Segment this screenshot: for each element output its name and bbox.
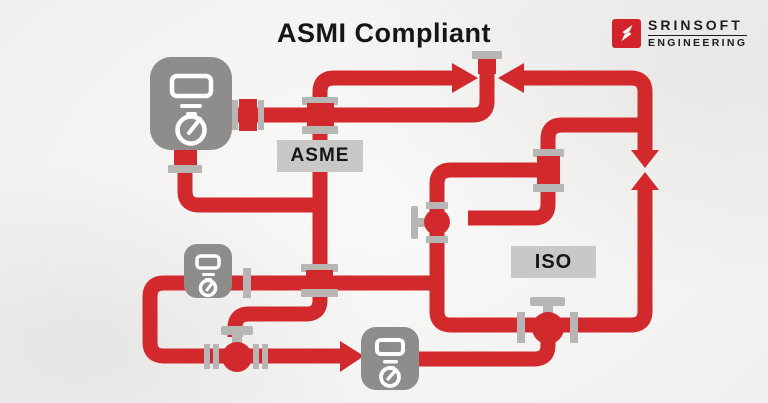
- devices: [150, 57, 419, 390]
- boiler-unit-mid-left-icon: [184, 244, 232, 298]
- pipe-bottom-left-loop: [142, 275, 341, 364]
- logo-text: SRINSOFT ENGINEERING: [648, 18, 748, 49]
- logo-brand: SRINSOFT: [648, 18, 748, 36]
- boiler-unit-bottom-center-icon: [361, 327, 419, 390]
- pipe-asme-vertical: [227, 110, 328, 337]
- pipe-right-loop: [630, 190, 653, 333]
- pipe-network: [142, 66, 653, 367]
- company-logo: SRINSOFT ENGINEERING: [612, 18, 748, 49]
- srinsoft-logo-mark-icon: [612, 18, 641, 48]
- flanged-tee-right-loop-icon: [533, 149, 564, 192]
- pipe-inner-valve-line: [429, 162, 633, 333]
- pipe-boiler3-out: [417, 336, 556, 367]
- arrow-into-bottom-boiler-icon: [340, 341, 364, 372]
- pipe-upper-branch: [312, 70, 452, 121]
- logo-division: ENGINEERING: [648, 36, 748, 49]
- valves: [204, 202, 578, 372]
- arrow-left-into-vent-icon: [498, 63, 524, 93]
- flange-coupling-boiler1-icon: [232, 99, 264, 131]
- arrow-right-into-vent-icon: [452, 63, 478, 93]
- iso-label: ISO: [511, 246, 596, 278]
- asme-label: ASME: [277, 140, 363, 172]
- fittings: [168, 51, 564, 298]
- gate-valve-bottom-right-icon: [517, 297, 578, 344]
- pipe-top-horizontal: [225, 66, 495, 123]
- page-title: ASMI Compliant: [277, 18, 491, 48]
- boiler-unit-top-left-icon: [150, 57, 232, 150]
- lightning-s-glyph: [621, 25, 632, 42]
- flange-boiler2-icon: [243, 268, 251, 298]
- gate-valve-bottom-left-icon: [204, 326, 268, 372]
- gate-valve-inner-loop-icon: [411, 202, 450, 243]
- arrow-up-right-loop-icon: [631, 172, 659, 190]
- arrow-down-right-loop-icon: [631, 150, 659, 168]
- pipe-boiler1-drain: [177, 168, 316, 213]
- pipe-right-top: [524, 70, 653, 150]
- flow-arrows: [340, 63, 659, 372]
- flanged-cross-middle-icon: [301, 264, 338, 297]
- capped-vent-outlet-icon: [472, 51, 502, 74]
- flanged-cross-top-icon: [302, 97, 338, 134]
- flange-boiler1-bottom-icon: [168, 147, 202, 173]
